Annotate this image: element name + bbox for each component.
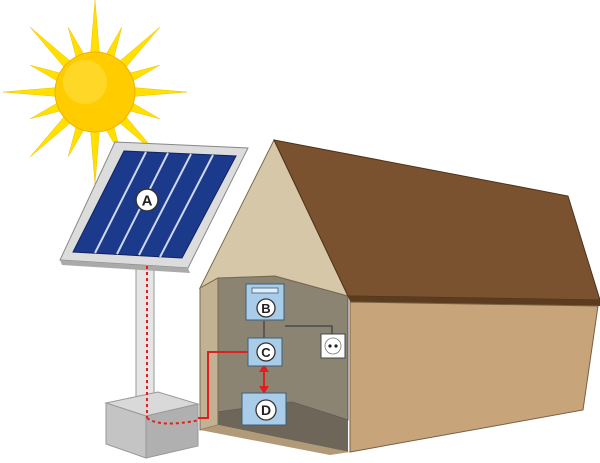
front-wall [349,301,599,453]
roof [273,139,600,301]
device-d: D [241,392,287,426]
wire-b-to-outlet [285,325,333,334]
device-c: C [247,337,283,367]
panel-mount [104,261,200,459]
wiring [146,266,333,425]
label-a: A [142,193,153,210]
device-b: B [245,283,285,321]
label-d-circle [255,399,277,421]
base-side [145,403,199,459]
sun-icon [2,0,188,185]
label-b-circle [256,298,276,318]
cable-to-c [198,351,252,419]
label-c-circle [256,342,276,362]
roof-edge [348,296,600,306]
label-c: C [261,345,271,360]
outlet-icon [320,333,346,359]
label-b: B [261,301,270,316]
sun-rays [2,0,188,185]
sun-ray [2,87,60,97]
ground-cable [146,417,201,425]
label-a-circle [135,188,159,212]
sun-ray [90,0,100,57]
pole [135,261,155,408]
label-d: D [261,402,271,418]
sun-ray [90,127,100,185]
sun-ray [130,87,188,97]
solar-panel-icon: A [59,141,249,273]
